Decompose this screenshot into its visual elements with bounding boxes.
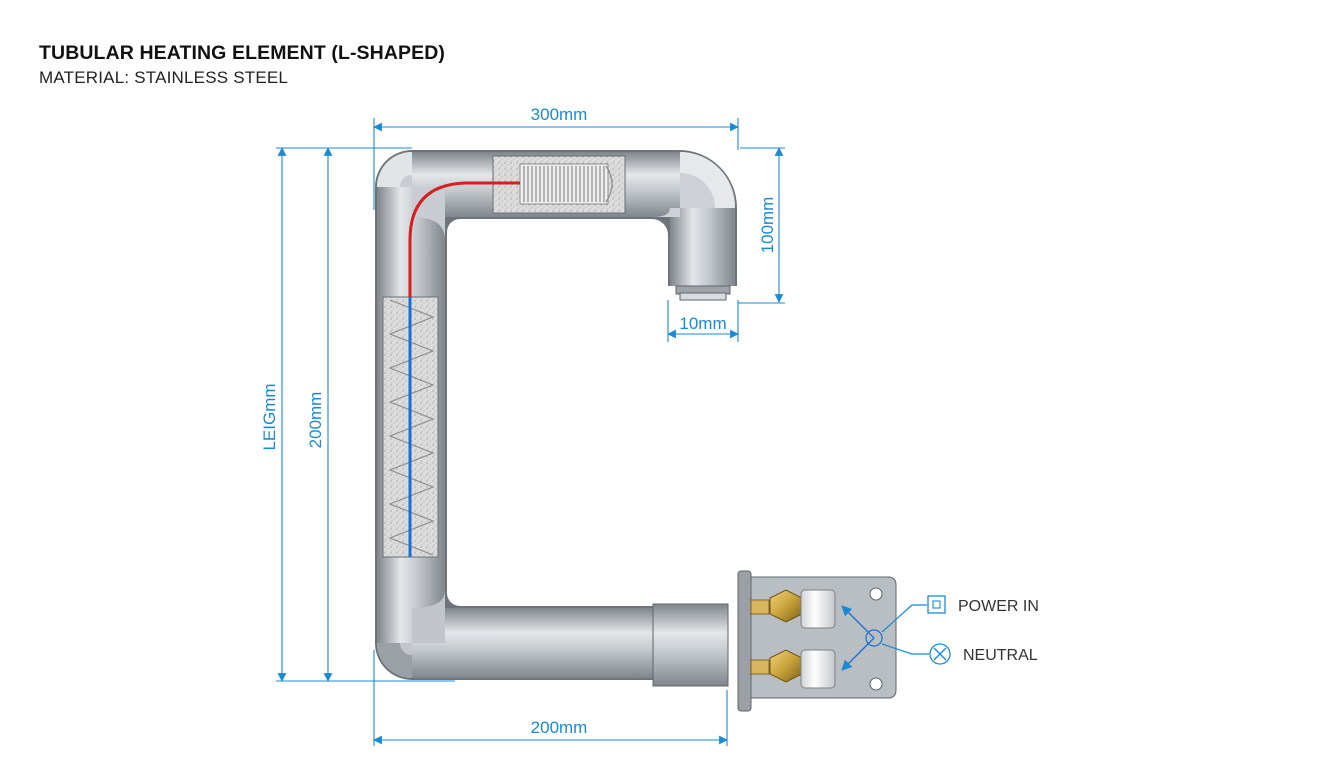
hot-wire <box>408 181 520 297</box>
dim-bottom-width: 200mm <box>531 718 588 737</box>
dim-top-width: 300mm <box>531 105 588 124</box>
ceramic-insulator <box>800 649 836 689</box>
terminal-assembly <box>652 570 897 712</box>
dim-outlet-diameter: 10mm <box>679 314 726 333</box>
mounting-hole <box>869 587 883 601</box>
legend-neutral: NEUTRAL <box>963 647 1038 664</box>
dim-right-drop: 100mm <box>758 197 777 254</box>
square-terminal-icon <box>927 595 946 614</box>
circle-x-icon <box>929 643 951 665</box>
dimension-lines <box>276 118 785 746</box>
mounting-hole <box>869 677 883 691</box>
dim-outer-height: LEIGmm <box>260 383 279 450</box>
page-title: TUBULAR HEATING ELEMENT (L-SHAPED) <box>39 42 446 64</box>
ceramic-insulator <box>800 589 836 629</box>
page-subtitle: MATERIAL: STAINLESS STEEL <box>39 68 289 87</box>
dim-inner-height: 200mm <box>306 392 325 449</box>
legend-power-in: POWER IN <box>958 598 1039 615</box>
